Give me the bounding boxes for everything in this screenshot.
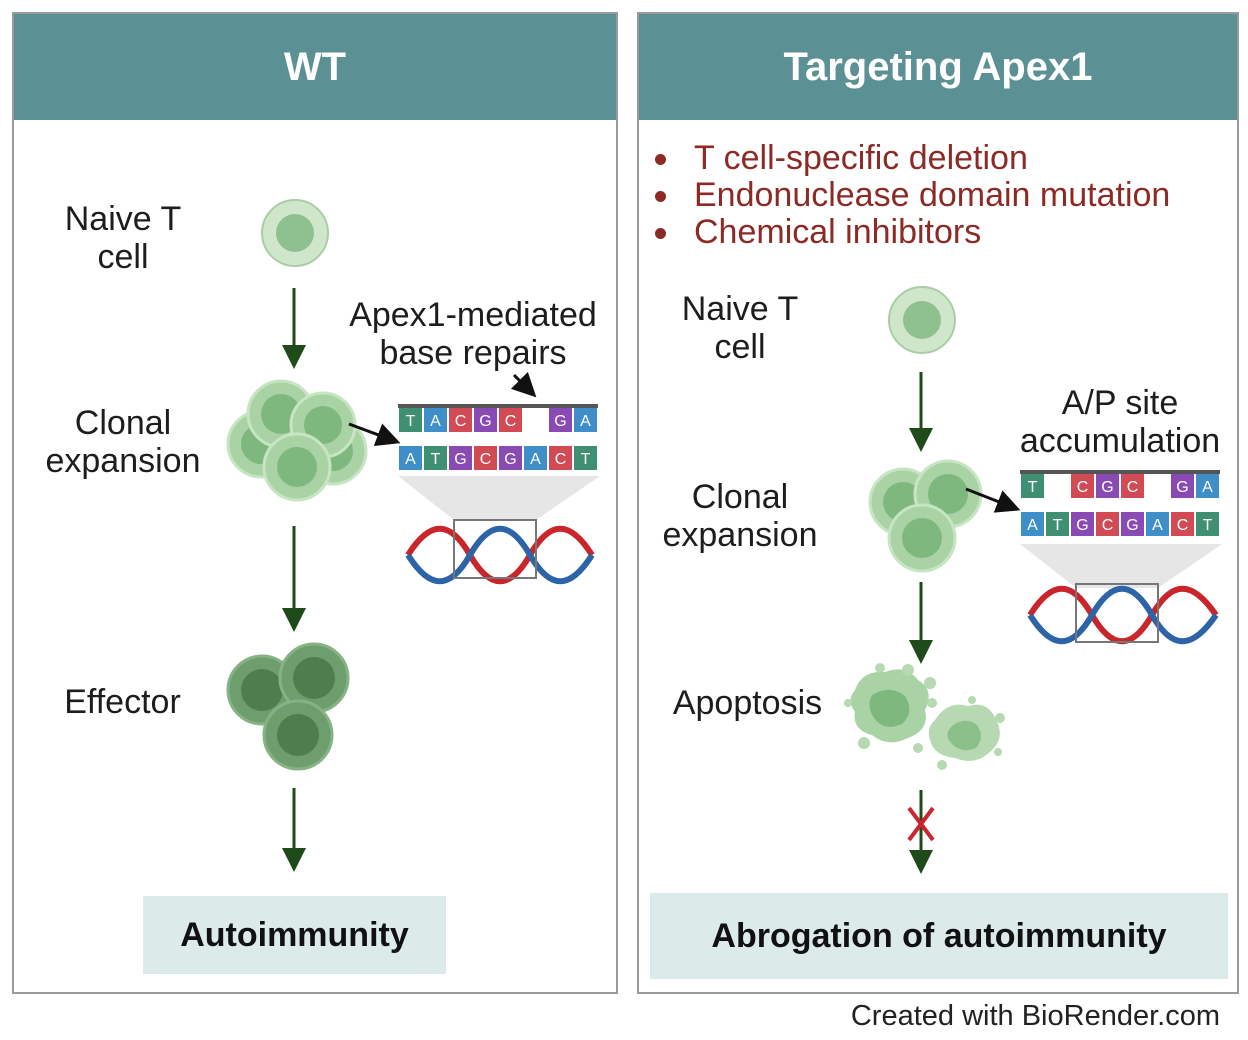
apex-seq-backbone xyxy=(1020,470,1220,474)
apex-seq-base-letter: G xyxy=(1126,517,1138,534)
apex-seq-base-letter: A xyxy=(1152,517,1163,534)
apex-seq-bottom-base xyxy=(1021,512,1044,536)
wt-seq-base-letter: A xyxy=(530,451,541,468)
wt-seq-base-letter: A xyxy=(580,413,591,430)
block-cross-icon xyxy=(907,806,935,842)
wt-effector-label: Effector xyxy=(64,683,181,721)
apex-seq-bottom-base xyxy=(1046,512,1069,536)
apex-seq-base-letter: C xyxy=(1127,479,1139,496)
wt-repair-pointer-arrow xyxy=(510,371,537,398)
wt-cell-pointer-arrow xyxy=(348,422,401,447)
apex-seq-base-letter: G xyxy=(1176,479,1188,496)
apex-seq-base-letter: T xyxy=(1203,517,1213,534)
wt-seq-top-base xyxy=(399,408,422,432)
strategy-item: Endonuclease domain mutation xyxy=(650,177,1170,214)
apex-seq-base-letter: C xyxy=(1102,517,1114,534)
wt-naive-label: Naive T cell xyxy=(64,200,182,276)
apex-seq-top-base xyxy=(1021,474,1044,498)
wt-seq-bottom-base xyxy=(449,446,472,470)
apex-naive-cell xyxy=(888,286,956,354)
wt-clonal-cells xyxy=(226,379,368,502)
apex-seq-top-base xyxy=(1196,474,1219,498)
credit-text: Created with BioRender.com xyxy=(850,1000,1220,1032)
apex-seq-bottom-base xyxy=(1146,512,1169,536)
apex-seq-base-letter: C xyxy=(1077,479,1089,496)
apex-ap-label: A/P site accumulation xyxy=(1019,384,1221,460)
wt-seq-backbone xyxy=(398,404,598,408)
apex-seq-bottom-base xyxy=(1196,512,1219,536)
apex-outcome: Abrogation of autoimmunity xyxy=(650,893,1228,979)
wt-seq-bottom-base xyxy=(474,446,497,470)
wt-seq-top-base xyxy=(449,408,472,432)
apex-seq-base-letter: C xyxy=(1177,517,1189,534)
apex-seq-base-letter: T xyxy=(1028,479,1038,496)
wt-seq-base-letter: T xyxy=(406,413,416,430)
apex-seq-top-base xyxy=(1121,474,1144,498)
wt-seq-base-letter: G xyxy=(454,451,466,468)
wt-seq-top-base xyxy=(474,408,497,432)
apex-cell-pointer-arrow xyxy=(965,487,1021,513)
apex-header: Targeting Apex1 xyxy=(639,14,1237,120)
apex-seq-top-base xyxy=(1096,474,1119,498)
wt-seq-top-base xyxy=(424,408,447,432)
wt-seq-bottom-base xyxy=(524,446,547,470)
wt-seq-base-letter: G xyxy=(554,413,566,430)
apex-seq-base-letter: A xyxy=(1202,479,1213,496)
strategy-item: T cell-specific deletion xyxy=(650,140,1170,177)
apex-seq-base-letter: G xyxy=(1076,517,1088,534)
apex-apoptosis-label: Apoptosis xyxy=(672,684,823,722)
wt-seq-base-letter: T xyxy=(431,451,441,468)
wt-seq-base-letter: A xyxy=(405,451,416,468)
strategy-item: Chemical inhibitors xyxy=(650,214,1170,251)
wt-clonal-label: Clonal expansion xyxy=(45,404,201,480)
wt-seq-base-letter: C xyxy=(555,451,567,468)
wt-seq-base-letter: C xyxy=(505,413,517,430)
wt-seq-bottom-base xyxy=(424,446,447,470)
wt-seq-base-letter: G xyxy=(479,413,491,430)
apex-seq-bottom-base xyxy=(1071,512,1094,536)
wt-seq-base-letter: T xyxy=(581,451,591,468)
apex-seq-top-base xyxy=(1171,474,1194,498)
apex-seq-bottom-base xyxy=(1121,512,1144,536)
wt-repair-label: Apex1-mediated base repairs xyxy=(349,296,597,372)
wt-seq-base-letter: C xyxy=(455,413,467,430)
wt-outcome: Autoimmunity xyxy=(143,896,446,974)
wt-seq-top-base xyxy=(549,408,572,432)
apex-seq-top-base xyxy=(1071,474,1094,498)
apex-apoptotic-cells xyxy=(844,663,1005,770)
wt-seq-base-letter: G xyxy=(504,451,516,468)
wt-seq-bottom-base xyxy=(399,446,422,470)
apex-naive-label: Naive T cell xyxy=(681,290,799,366)
apex-clonal-cells xyxy=(868,459,983,573)
apex-clonal-label: Clonal expansion xyxy=(662,478,818,554)
wt-seq-top-base xyxy=(574,408,597,432)
wt-seq-base-letter: C xyxy=(480,451,492,468)
apex-seq-bottom-base xyxy=(1096,512,1119,536)
wt-seq-top-base xyxy=(499,408,522,432)
apex-dna-helix xyxy=(1020,544,1222,645)
wt-naive-cell xyxy=(261,199,329,267)
apex-seq-base-letter: A xyxy=(1027,517,1038,534)
wt-seq-base-letter: A xyxy=(430,413,441,430)
apex-seq-bottom-base xyxy=(1171,512,1194,536)
wt-seq-bottom-base xyxy=(499,446,522,470)
wt-header: WT xyxy=(14,14,616,120)
wt-seq-bottom-base xyxy=(574,446,597,470)
wt-effector-cells xyxy=(226,642,350,771)
apex-seq-base-letter: T xyxy=(1053,517,1063,534)
apex-seq-base-letter: G xyxy=(1101,479,1113,496)
wt-dna-helix xyxy=(398,476,600,585)
wt-seq-bottom-base xyxy=(549,446,572,470)
apex-strategies-list: T cell-specific deletion Endonuclease do… xyxy=(650,140,1170,251)
